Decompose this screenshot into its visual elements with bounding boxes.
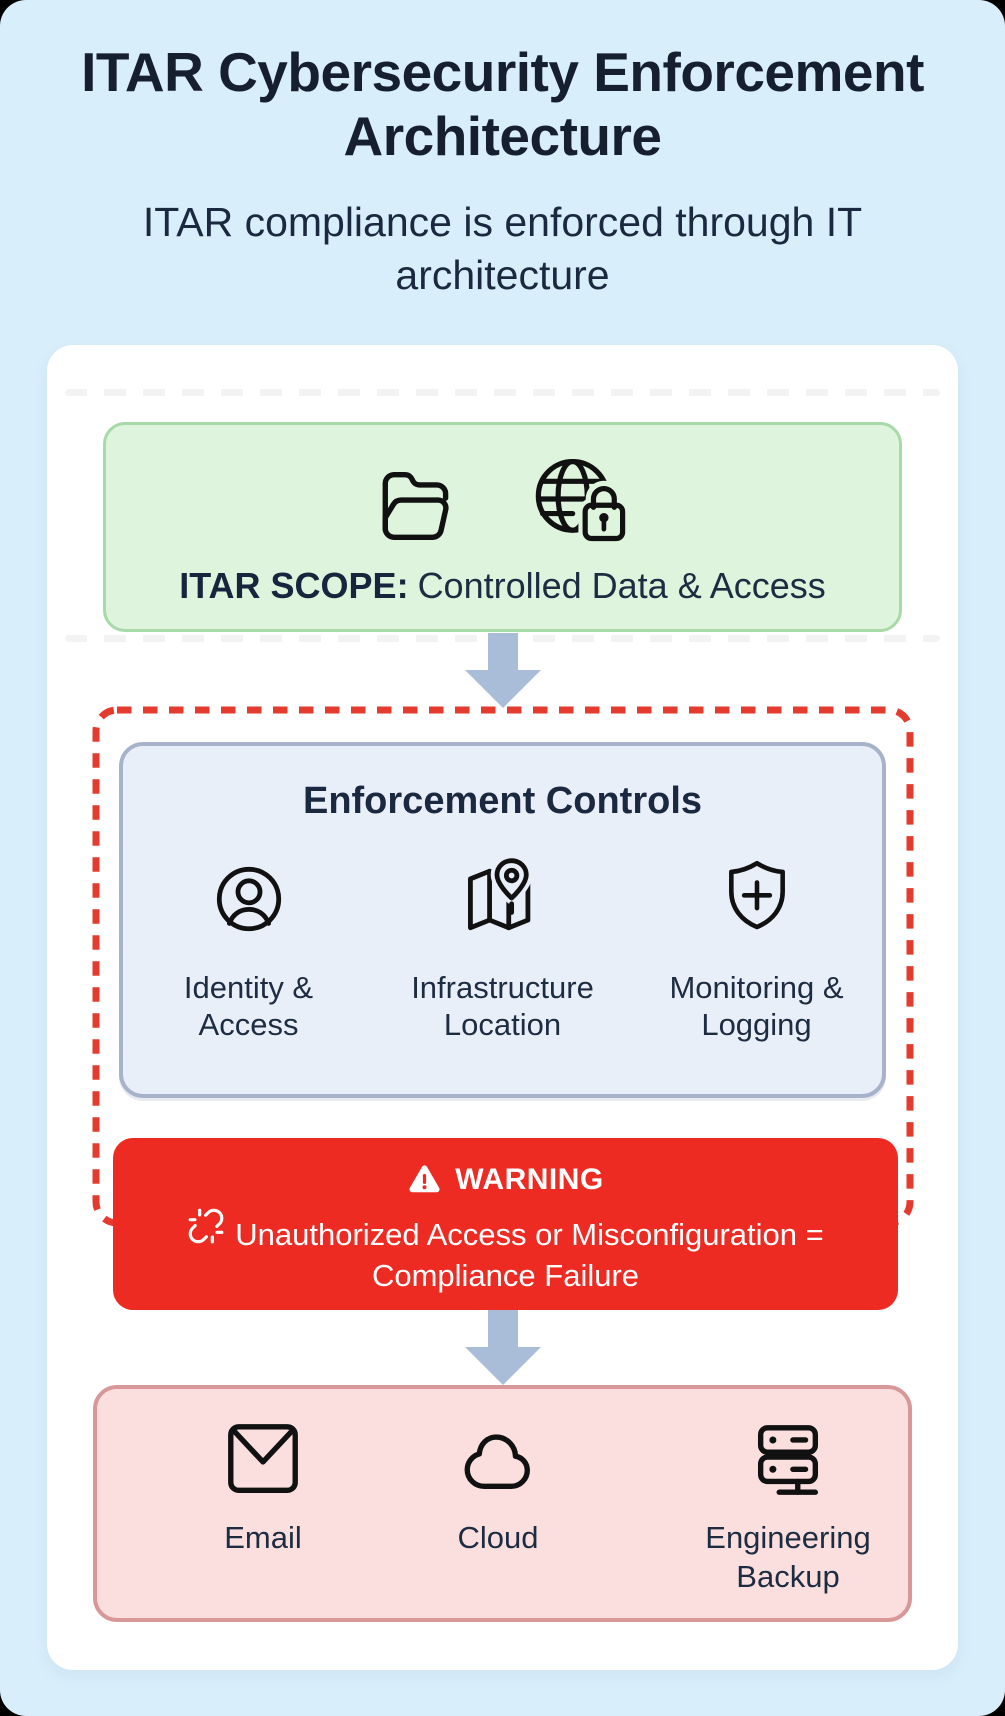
control-infrastructure-location: Infrastructure Location: [388, 853, 618, 1043]
scope-caption: ITAR SCOPE:Controlled Data & Access: [179, 565, 826, 607]
shield-plus-icon: [713, 853, 801, 945]
warning-title: WARNING: [455, 1162, 604, 1196]
endpoint-label: Cloud: [457, 1520, 539, 1555]
endpoints-box: Email Cloud: [93, 1385, 912, 1622]
endpoint-label: Engineering Backup: [705, 1520, 871, 1594]
control-monitoring-logging: Monitoring & Logging: [647, 853, 867, 1043]
control-label: Infrastructure Location: [411, 970, 594, 1043]
enforcement-controls-title: Enforcement Controls: [302, 780, 703, 822]
faint-dash-divider-top: [65, 389, 940, 396]
endpoint-label: Email: [224, 1520, 302, 1555]
control-label: Identity & Access: [183, 970, 314, 1043]
user-circle-icon: [203, 853, 295, 945]
open-folder-icon: [372, 461, 467, 549]
enforcement-controls-box: Enforcement Controls Identity & Access: [119, 742, 886, 1098]
map-pin-icon: [455, 853, 551, 945]
page-title-line-2: Architecture: [343, 105, 662, 168]
server-icon: [746, 1419, 830, 1501]
page-title: ITAR Cybersecurity Enforcement Architect…: [0, 40, 1005, 169]
diagram-card: ITAR SCOPE:Controlled Data & Access Enfo…: [47, 345, 958, 1670]
warning-message: Unauthorized Access or Misconfiguration …: [141, 1207, 871, 1297]
enforcement-controls-row: Identity & Access: [123, 853, 882, 1043]
flow-arrow-down-2: [465, 1310, 541, 1385]
endpoint-cloud: Cloud: [398, 1419, 598, 1558]
endpoint-email: Email: [163, 1419, 363, 1558]
cloud-icon: [454, 1419, 542, 1501]
scope-caption-text: Controlled Data & Access: [417, 565, 826, 606]
page-subtitle-line-2: architecture: [395, 252, 610, 299]
warning-banner: WARNING Unauthorized Access or Misconfig…: [113, 1138, 898, 1310]
endpoint-engineering-backup: Engineering Backup: [658, 1419, 918, 1597]
page-subtitle-line-1: ITAR compliance is enforced through IT: [142, 199, 863, 245]
scope-caption-label: ITAR SCOPE:: [179, 565, 409, 606]
warning-header: WARNING: [407, 1162, 604, 1197]
globe-lock-icon: [529, 449, 633, 549]
email-icon: [222, 1419, 304, 1501]
page-title-line-1: ITAR Cybersecurity Enforcement: [81, 41, 924, 103]
flow-arrow-down-1: [465, 633, 541, 708]
itar-scope-box: ITAR SCOPE:Controlled Data & Access: [103, 422, 902, 632]
broken-link-icon: [187, 1207, 235, 1245]
scope-icon-row: [372, 447, 633, 549]
warning-triangle-icon: [407, 1162, 442, 1197]
warning-message-text: Unauthorized Access or Misconfiguration …: [235, 1217, 824, 1293]
control-label: Monitoring & Logging: [669, 970, 844, 1043]
page-subtitle: ITAR compliance is enforced through IT a…: [0, 196, 1005, 303]
control-identity-access: Identity & Access: [139, 853, 359, 1043]
